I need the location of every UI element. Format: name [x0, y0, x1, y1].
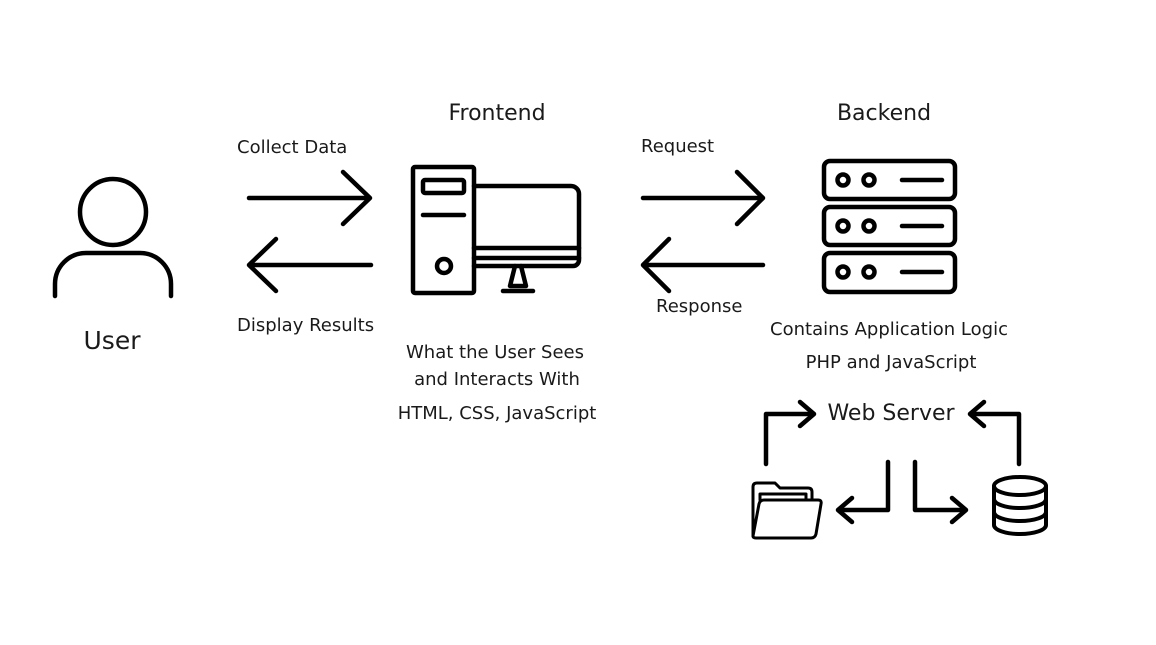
collect-data-label: Collect Data [237, 137, 348, 158]
request-label: Request [641, 136, 715, 157]
backend-tech: PHP and JavaScript [805, 352, 977, 373]
user-label: User [83, 326, 141, 355]
request-arrow [640, 169, 766, 227]
server-rack-icon [821, 158, 958, 295]
database-to-server-arrow [967, 399, 1022, 467]
frontend-desc-line2: and Interacts With [414, 369, 580, 390]
desktop-computer-icon [410, 164, 582, 296]
frontend-title: Frontend [448, 101, 546, 126]
backend-title: Backend [836, 101, 932, 126]
user-icon [52, 176, 174, 299]
backend-desc: Contains Application Logic [770, 319, 1008, 340]
collect-arrow [246, 169, 373, 227]
frontend-tech: HTML, CSS, JavaScript [397, 403, 597, 424]
server-to-database-arrow [912, 459, 969, 525]
database-icon [992, 475, 1048, 536]
response-arrow [640, 236, 766, 294]
web-server-label: Web Server [827, 401, 955, 426]
display-results-label: Display Results [237, 315, 375, 336]
display-arrow [246, 236, 374, 294]
server-to-files-arrow [835, 459, 891, 525]
files-to-server-arrow [763, 399, 817, 467]
frontend-desc-line1: What the User Sees [406, 342, 584, 363]
folder-icon [751, 481, 823, 540]
response-label: Response [656, 296, 743, 317]
